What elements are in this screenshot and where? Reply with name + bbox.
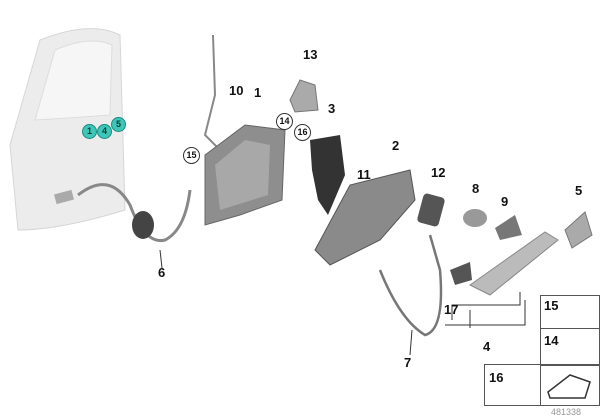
bracket-9 [495, 215, 522, 240]
inset-label-14: 14 [544, 333, 559, 348]
callout-2: 2 [392, 138, 400, 153]
callout-9: 9 [501, 194, 509, 209]
callout-3: 3 [328, 101, 336, 116]
callout-8: 8 [472, 181, 480, 196]
seal-12 [417, 193, 445, 227]
inset-box-arrow [540, 364, 600, 406]
callout-14-circled: 14 [276, 113, 293, 130]
door-badge: 5 [111, 117, 126, 132]
callout-11: 11 [357, 167, 371, 182]
callout-10: 10 [229, 83, 244, 98]
grommet [132, 211, 154, 239]
inset-box-14: 14 [540, 328, 600, 366]
cable-7 [378, 234, 443, 337]
bracket-3 [310, 135, 345, 215]
cover-5 [564, 211, 593, 249]
door-badge: 4 [97, 124, 112, 139]
callout-1: 1 [254, 85, 262, 100]
inset-label-15: 15 [544, 298, 559, 313]
arrow-symbol [547, 374, 591, 399]
inset-box-16: 16 [484, 364, 541, 406]
striker-13 [289, 79, 319, 113]
callout-6: 6 [158, 265, 166, 280]
handle-carrier-2 [314, 169, 416, 266]
cap-8 [463, 209, 487, 227]
outer-handle-4 [469, 231, 559, 296]
cable-10 [203, 34, 221, 151]
door-handle-recess [54, 189, 74, 205]
callout-7: 7 [404, 355, 412, 370]
inset-label-16: 16 [489, 370, 504, 385]
callout-4: 4 [483, 339, 491, 354]
handle-parts-17 [450, 262, 472, 285]
callout-15-circled: 15 [183, 147, 200, 164]
image-number: 481338 [551, 407, 582, 417]
callout-5: 5 [575, 183, 583, 198]
callout-16-circled: 16 [294, 124, 311, 141]
callout-13: 13 [303, 47, 318, 62]
door-window [34, 40, 113, 121]
door-badge: 1 [82, 124, 97, 139]
inset-box-15: 15 [540, 295, 600, 330]
callout-12: 12 [431, 165, 446, 180]
callout-17: 17 [444, 302, 459, 317]
